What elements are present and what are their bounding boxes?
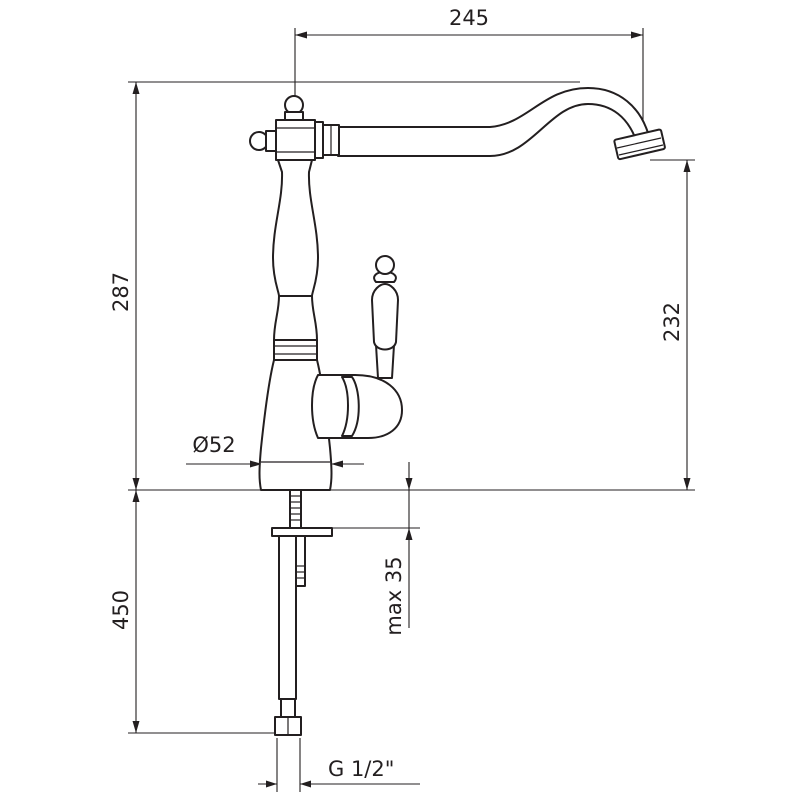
spout-height-label: 232 (660, 302, 684, 342)
body-column (258, 159, 333, 491)
dimension-diameter-52: Ø52 (186, 433, 364, 468)
total-height-label: 287 (109, 272, 133, 312)
extension-lines (128, 28, 695, 792)
top-cap (249, 95, 340, 161)
spout-reach-label: 245 (449, 6, 489, 30)
base-diameter-label: Ø52 (192, 433, 235, 457)
dimension-g-half-inch: G 1/2" (258, 757, 420, 788)
dimension-450: 450 (109, 490, 140, 733)
flexible-hose (274, 535, 302, 736)
faucet (249, 87, 666, 736)
dimension-max-35: max 35 (382, 462, 413, 636)
spout (337, 87, 666, 161)
mounting-assembly (271, 489, 333, 587)
dimension-232: 232 (660, 160, 691, 490)
lever-handle (311, 255, 403, 439)
dimension-245: 245 (295, 6, 643, 39)
dimension-287: 287 (109, 82, 140, 490)
connection-size-label: G 1/2" (328, 757, 394, 781)
aerator (613, 128, 666, 161)
max-thickness-label: max 35 (382, 556, 406, 635)
hose-length-label: 450 (109, 590, 133, 630)
